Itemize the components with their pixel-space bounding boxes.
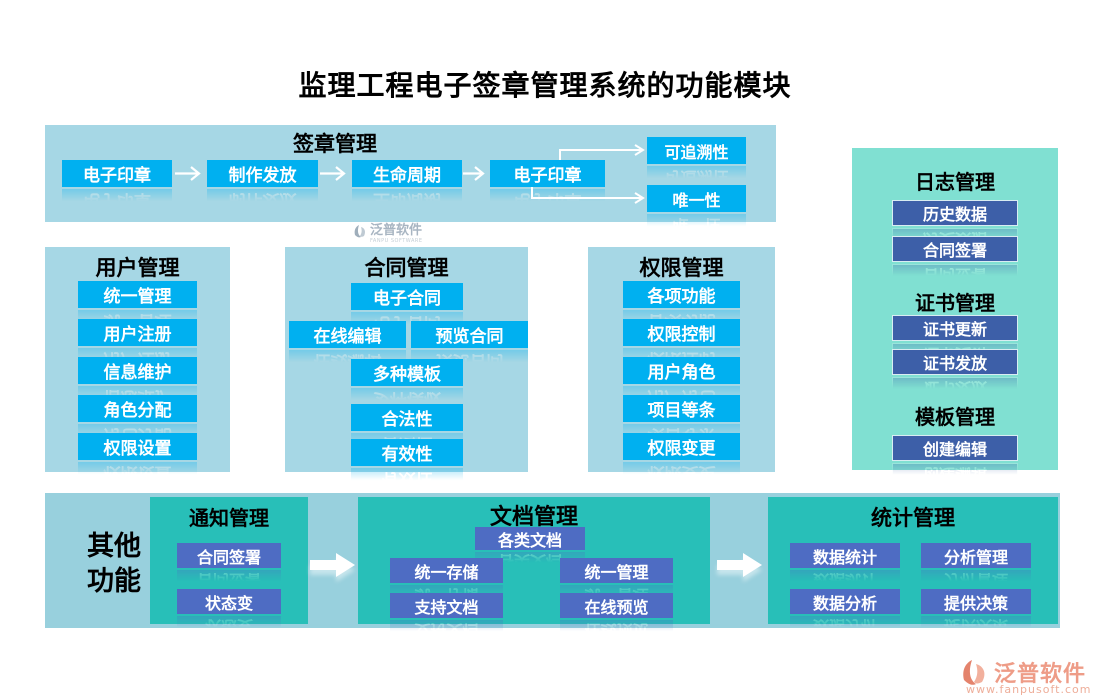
certificate-section-header: 证书管理 [915,291,995,315]
permission-item-change: 权限变更 [623,433,740,460]
log-section-header: 日志管理 [915,170,995,194]
contract-management-panel: 合同管理 电子合同 在线编辑 预览合同 多种模板 合法性 有效性 [285,247,528,472]
user-item-role-assignment: 角色分配 [78,395,197,422]
document-box-header: 文档管理 [489,505,578,530]
branch-traceability: 可追溯性 [647,137,746,164]
document-item-doc-support: 支持文档 [390,593,503,618]
contract-item-legality: 合法性 [351,404,463,431]
document-item-online-preview: 在线预览 [560,593,673,618]
statistics-item-data-statistics: 数据统计 [790,543,900,568]
notice-item-contract-signing: 合同签署 [177,543,281,568]
watermark-subtitle: FANPU SOFTWARE [370,238,423,244]
page-title: 监理工程电子签章管理系统的功能模块 [298,69,792,102]
statistics-item-data-analysis: 数据分析 [790,589,900,614]
other-functions-panel: 其他功能 通知管理 合同签署 状态变 文档管理 各类文档 统一存储 统一管理 支… [45,493,1060,628]
flow-arrow-icon [175,166,201,181]
document-item-unified-management: 统一管理 [560,558,673,583]
right-block-arrow-icon [717,553,762,577]
fanpu-logo-icon [963,660,985,685]
branch-connector-lines [531,144,645,204]
certificate-item-issue: 证书发放 [892,349,1018,375]
notice-management-box: 通知管理 合同签署 状态变 [150,497,308,624]
flow-step-electronic-seal-2: 电子印章 [490,160,605,187]
flow-step-electronic-seal: 电子印章 [62,160,172,187]
template-item-create-edit: 创建编辑 [892,435,1018,461]
flow-arrow-icon [320,166,346,181]
fanpu-logo-name: 泛普软件 [994,662,1087,687]
fanpu-logo: 泛普软件 www.fanpusoft.com [958,656,1098,698]
template-section-header: 模板管理 [915,405,995,429]
contract-panel-header: 合同管理 [364,256,449,280]
fanpu-logo-website: www.fanpusoft.com [966,683,1092,696]
watermark: 泛普软件 FANPU SOFTWARE [353,224,423,244]
statistics-item-analysis-management: 分析管理 [921,543,1031,568]
fanpu-watermark-icon [354,225,365,238]
flow-step-lifecycle: 生命周期 [352,160,462,187]
right-block-arrow-icon [310,553,355,577]
contract-item-electronic-contract: 电子合同 [351,283,463,310]
notice-item-status-change: 状态变 [177,589,281,614]
user-item-unified-management: 统一管理 [78,281,197,308]
watermark-name: 泛普软件 [370,223,423,238]
user-item-permission-setting: 权限设置 [78,433,197,460]
permission-management-panel: 权限管理 各项功能 权限控制 用户角色 项目等条 权限变更 [588,247,775,472]
contract-item-online-edit: 在线编辑 [289,321,406,348]
document-item-unified-storage: 统一存储 [390,558,503,583]
other-functions-label: 其他功能 [87,531,141,597]
flow-step-make-issue: 制作发放 [207,160,318,187]
signature-panel-header: 签章管理 [293,132,377,156]
log-item-contract-signing: 合同签署 [892,236,1018,262]
document-management-box: 文档管理 各类文档 统一存储 统一管理 支持文档 在线预览 [358,497,710,624]
statistics-management-box: 统计管理 数据统计 分析管理 数据分析 提供决策 [768,497,1058,624]
notice-box-header: 通知管理 [189,506,269,530]
permission-item-functions: 各项功能 [623,281,740,308]
user-item-registration: 用户注册 [78,319,197,346]
side-management-panel: 日志管理 历史数据 合同签署 证书管理 证书更新 证书发放 模板管理 创建编辑 [852,148,1058,470]
user-panel-header: 用户管理 [95,256,180,280]
branch-uniqueness: 唯一性 [647,185,746,212]
certificate-item-update: 证书更新 [892,315,1018,341]
statistics-item-decision-support: 提供决策 [921,589,1031,614]
flow-arrow-icon [463,166,485,181]
user-management-panel: 用户管理 统一管理 用户注册 信息维护 角色分配 权限设置 [45,247,230,472]
contract-item-preview-contract: 预览合同 [411,321,528,348]
statistics-box-header: 统计管理 [871,506,955,530]
permission-item-control: 权限控制 [623,319,740,346]
permission-panel-header: 权限管理 [639,256,724,280]
signature-management-panel: 签章管理 电子印章 制作发放 生命周期 电子印章 可追溯性 唯一性 [45,125,776,222]
contract-item-templates: 多种模板 [351,359,463,386]
user-item-info-maintenance: 信息维护 [78,357,197,384]
log-item-history-data: 历史数据 [892,200,1018,226]
permission-item-project-terms: 项目等条 [623,395,740,422]
contract-item-validity: 有效性 [351,439,463,466]
permission-item-user-role: 用户角色 [623,357,740,384]
document-item-all-docs: 各类文档 [475,527,585,550]
